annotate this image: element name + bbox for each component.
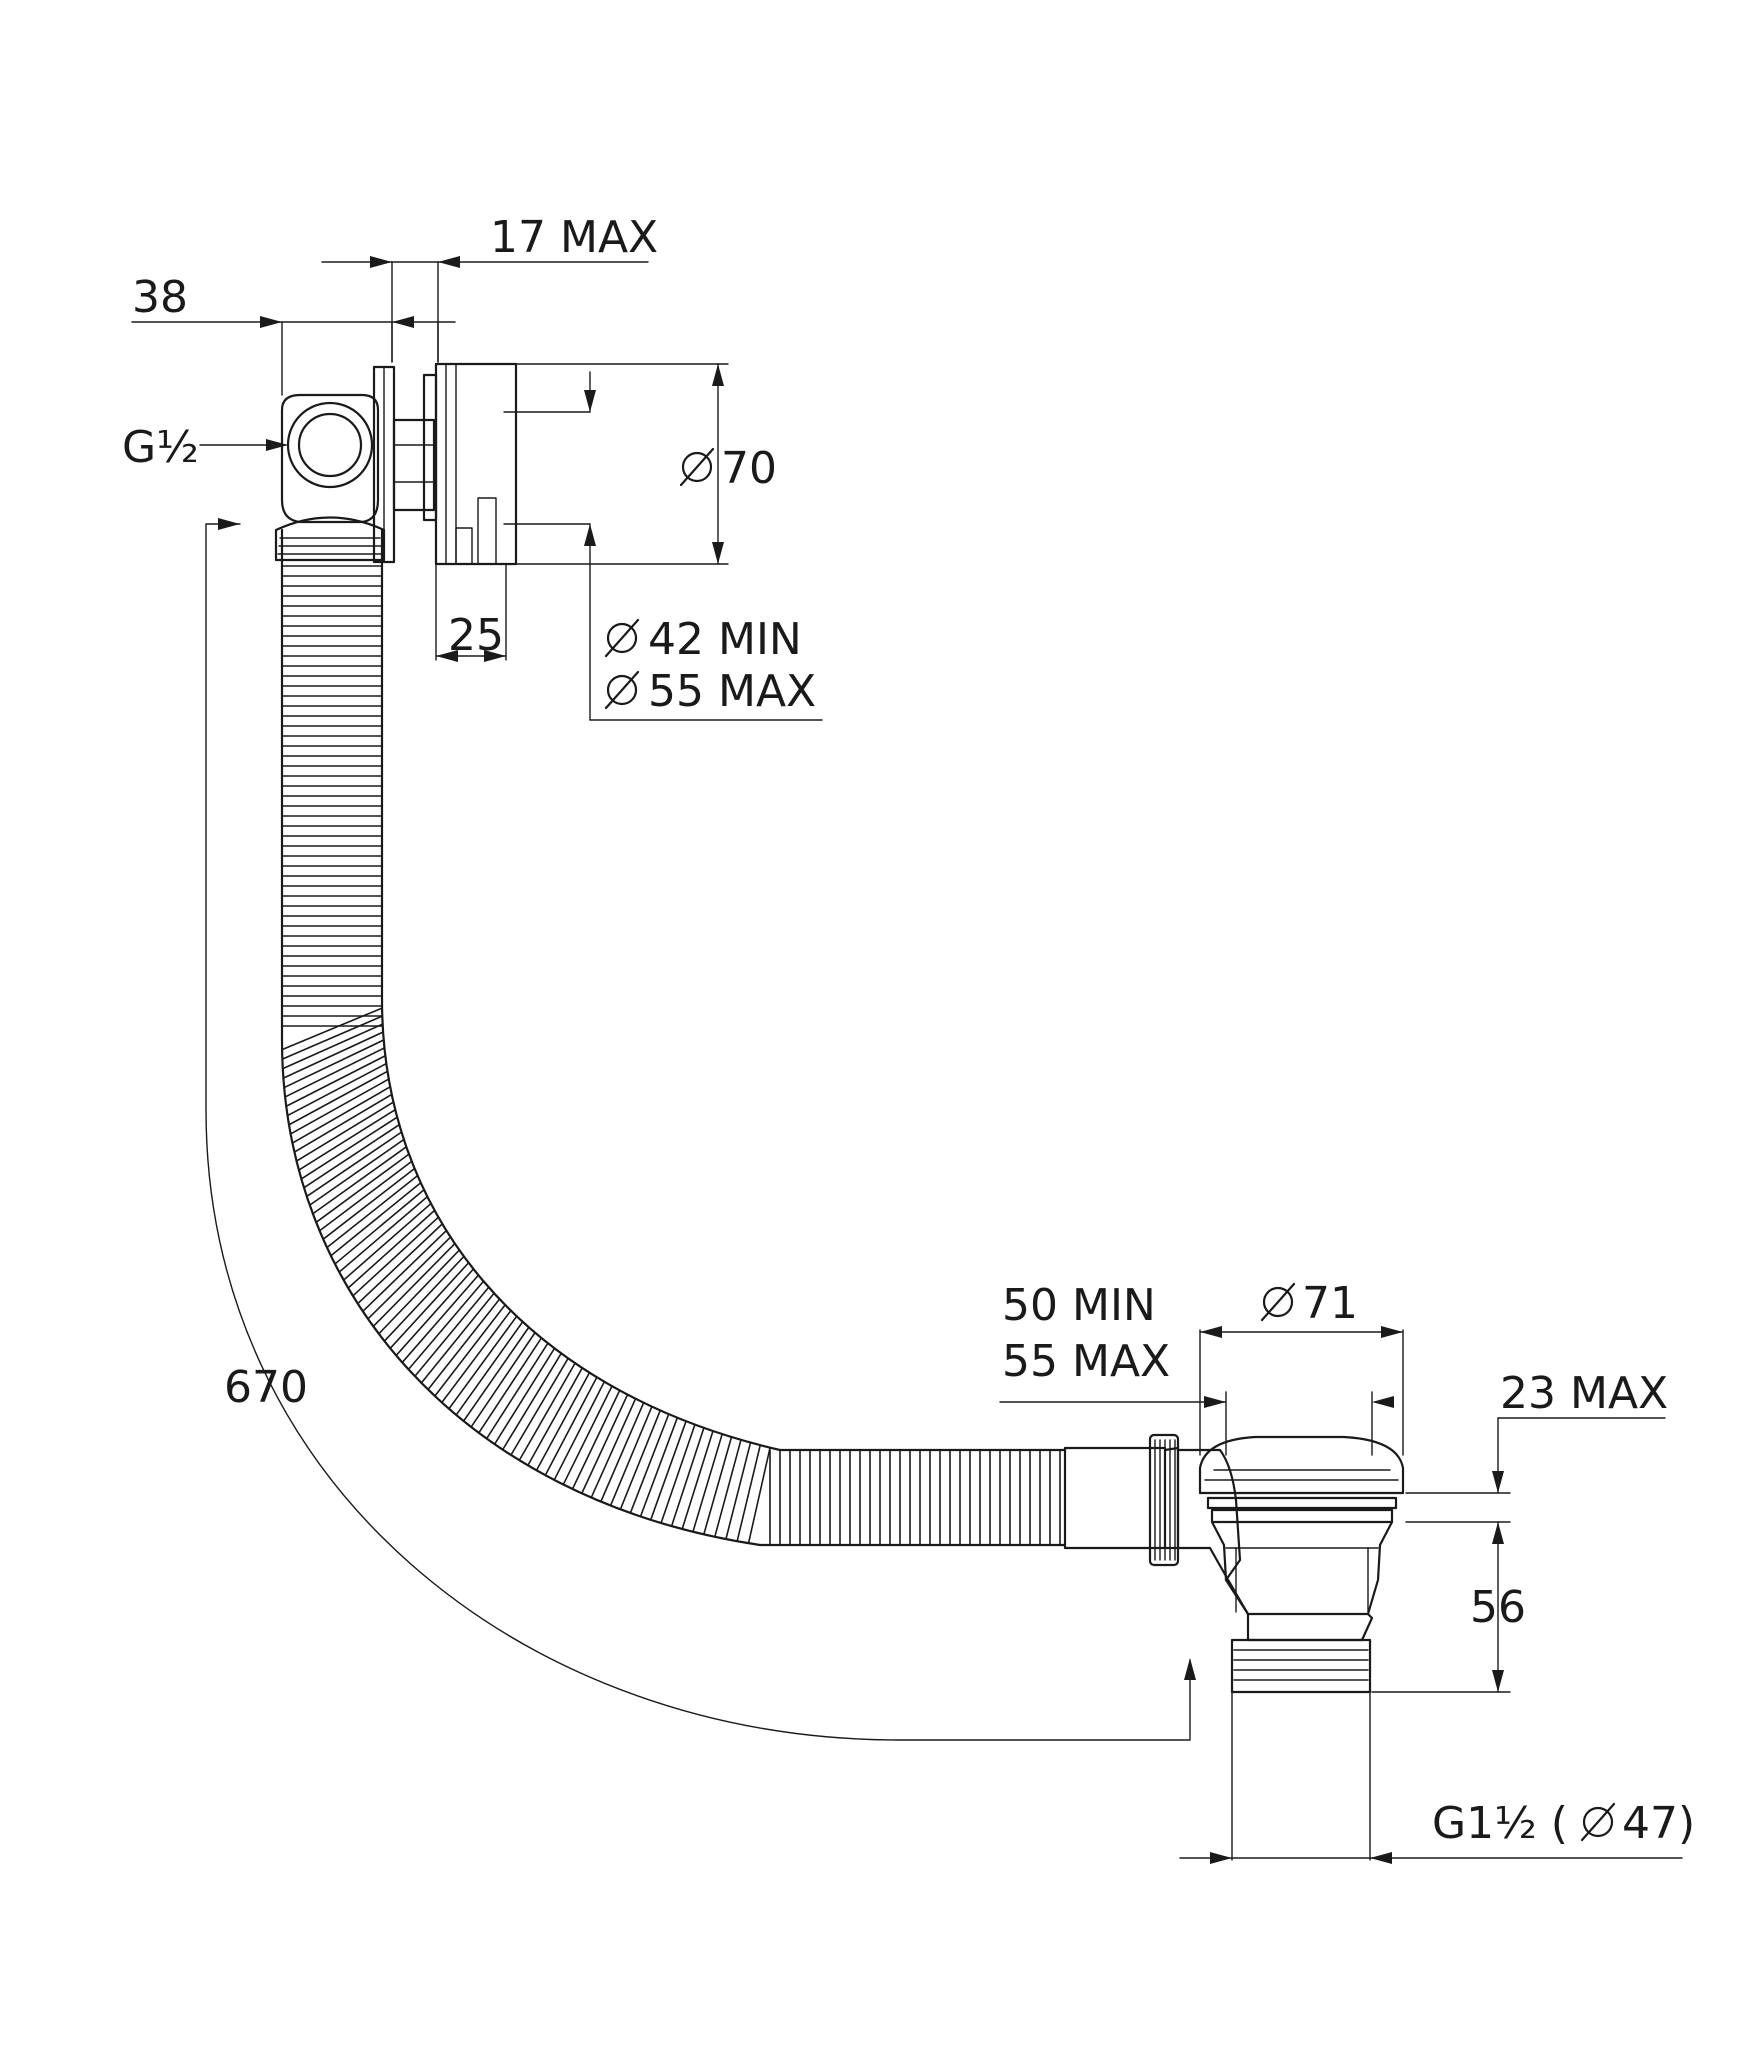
diameter-symbol: [1580, 1802, 1616, 1842]
overflow-assembly: [274, 362, 518, 566]
corrugated-hose: [280, 528, 1067, 1547]
range-max-label: 55 MAX: [1002, 1336, 1170, 1387]
dia-55-max-label: 55 MAX: [648, 666, 816, 717]
diameter-symbol: [679, 447, 715, 487]
dim-56-label: 56: [1470, 1582, 1526, 1633]
dimension-lines: [131, 256, 1683, 1864]
hose-length-label: 670: [224, 1362, 308, 1413]
hose-nut: [1148, 1433, 1180, 1567]
diameter-symbol: [604, 618, 640, 658]
inlet-port: [286, 401, 374, 489]
diameter-symbol: [1260, 1282, 1296, 1322]
dim-17-max-label: 17 MAX: [490, 212, 658, 263]
dia-70-label: 70: [721, 443, 777, 494]
dia-42-min-label: 42 MIN: [648, 614, 802, 665]
diameter-symbol: [604, 670, 640, 710]
dia-71-label: 71: [1302, 1278, 1358, 1329]
dim-25-label: 25: [448, 610, 504, 661]
dim-23-max-label: 23 MAX: [1500, 1368, 1668, 1419]
range-min-label: 50 MIN: [1002, 1280, 1156, 1331]
inlet-thread-label: G½: [122, 422, 199, 473]
waste-assembly: [1063, 1433, 1405, 1694]
dim-38-label: 38: [132, 272, 188, 323]
outlet-dia-label: 47): [1622, 1798, 1695, 1849]
outlet-thread-label: G1½ (: [1432, 1798, 1568, 1849]
